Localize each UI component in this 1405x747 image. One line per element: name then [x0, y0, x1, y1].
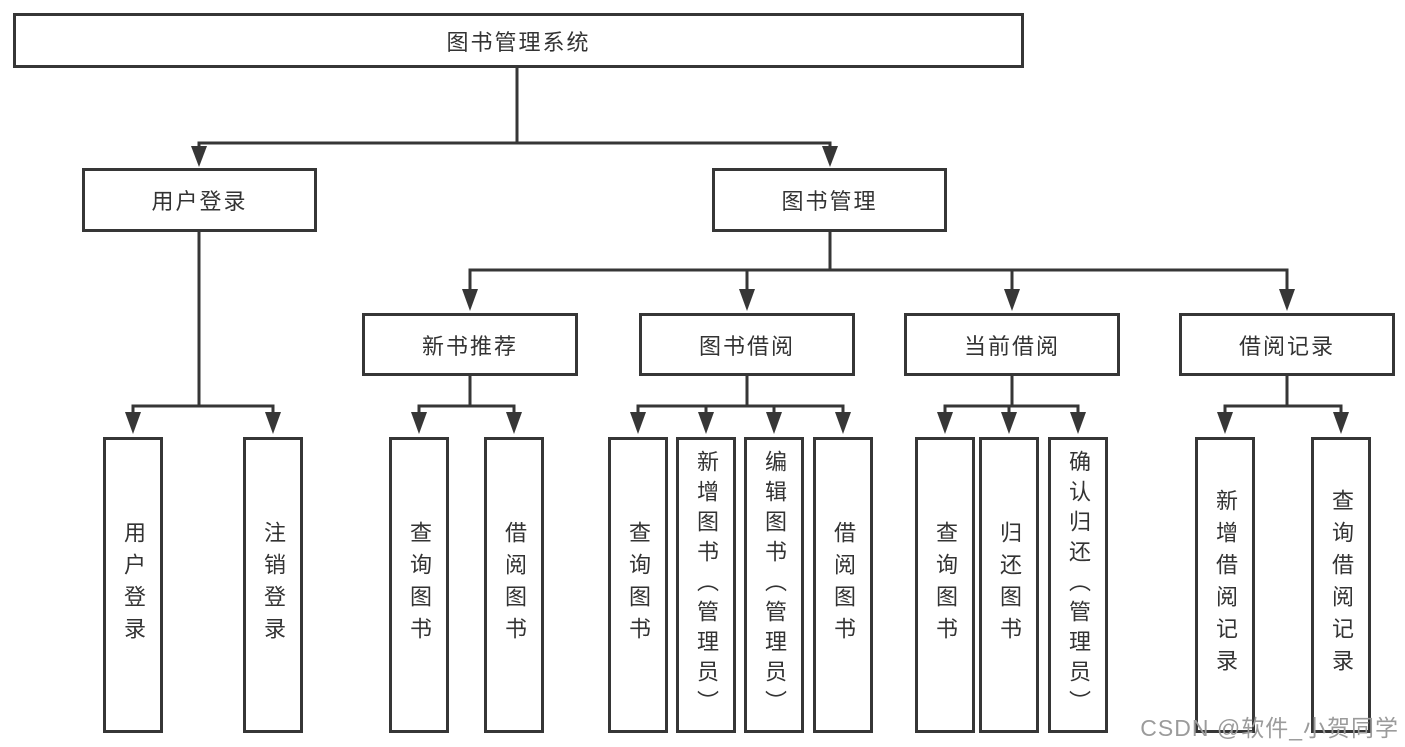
node-leaf-add-book-admin: 新增图书（管理员）	[676, 437, 736, 733]
arrow-down-icon	[835, 412, 851, 434]
node-leaf-borrow-books-recommend: 借阅图书	[484, 437, 544, 733]
node-leaf-return-book: 归还图书	[979, 437, 1039, 733]
arrow-down-icon	[1333, 412, 1349, 434]
node-user-login: 用户登录	[82, 168, 317, 232]
node-label: 图书管理	[781, 189, 878, 214]
node-label: 新书推荐	[421, 333, 518, 359]
csdn-watermark: CSDN @软件_小贺同学	[1140, 715, 1399, 741]
connector-root-to-level2	[197, 66, 832, 150]
connector-current-borrow-to-leaves	[943, 374, 1080, 415]
node-label: 查询图书	[407, 521, 432, 649]
node-label: 当前借阅	[963, 333, 1060, 359]
arrow-down-icon	[1070, 412, 1086, 434]
node-leaf-query-borrow-record: 查询借阅记录	[1311, 437, 1371, 733]
connector-book-management-to-level3	[468, 230, 1289, 293]
arrow-down-icon	[630, 412, 646, 434]
node-leaf-user-login: 用户登录	[103, 437, 163, 733]
node-label: 借阅图书	[831, 521, 856, 649]
node-label: 用户登录	[151, 189, 248, 214]
node-label: 图书借阅	[698, 333, 795, 359]
node-label: 借阅图书	[502, 521, 527, 649]
arrow-down-icon	[1001, 412, 1017, 434]
node-label: 归还图书	[997, 521, 1022, 649]
node-label: 新增借阅记录	[1213, 489, 1238, 681]
node-label: 查询图书	[626, 521, 651, 649]
arrow-down-icon	[125, 412, 141, 434]
arrow-down-icon	[1004, 289, 1020, 311]
connector-borrow-records-to-leaves	[1223, 374, 1343, 415]
node-root-library-system: 图书管理系统	[13, 13, 1024, 68]
node-label: 确认归还（管理员）	[1066, 450, 1091, 720]
node-label: 查询借阅记录	[1329, 489, 1354, 681]
arrow-down-icon	[698, 412, 714, 434]
node-leaf-add-borrow-record: 新增借阅记录	[1195, 437, 1255, 733]
node-book-borrow: 图书借阅	[639, 313, 855, 376]
node-label: 编辑图书（管理员）	[762, 450, 787, 720]
connector-user-login-to-leaves	[131, 230, 275, 415]
arrow-down-icon	[191, 146, 207, 167]
connector-book-borrow-to-leaves	[636, 374, 845, 415]
node-label: 注销登录	[261, 521, 286, 649]
arrow-down-icon	[937, 412, 953, 434]
node-label: 借阅记录	[1238, 333, 1335, 359]
node-label: 新增图书（管理员）	[694, 450, 719, 720]
arrow-down-icon	[411, 412, 427, 434]
node-book-management: 图书管理	[712, 168, 947, 232]
connector-paths	[131, 66, 1343, 415]
node-leaf-confirm-return-admin: 确认归还（管理员）	[1048, 437, 1108, 733]
connector-new-book-to-leaves	[417, 374, 516, 415]
arrow-down-icon	[766, 412, 782, 434]
arrow-down-icon	[1279, 289, 1295, 311]
arrow-down-icon	[506, 412, 522, 434]
arrowheads	[125, 146, 1349, 434]
node-current-borrow: 当前借阅	[904, 313, 1120, 376]
node-leaf-query-books-borrow: 查询图书	[608, 437, 668, 733]
node-leaf-logout: 注销登录	[243, 437, 303, 733]
arrow-down-icon	[265, 412, 281, 434]
arrow-down-icon	[1217, 412, 1233, 434]
node-new-book-recommend: 新书推荐	[362, 313, 578, 376]
node-label: 查询图书	[933, 521, 958, 649]
arrow-down-icon	[462, 289, 478, 311]
arrow-down-icon	[822, 146, 838, 167]
arrow-down-icon	[739, 289, 755, 311]
node-label: 图书管理系统	[446, 29, 591, 55]
node-label: 用户登录	[121, 521, 146, 649]
node-leaf-query-books-recommend: 查询图书	[389, 437, 449, 733]
node-leaf-query-books-current: 查询图书	[915, 437, 975, 733]
node-leaf-edit-book-admin: 编辑图书（管理员）	[744, 437, 804, 733]
node-borrow-records: 借阅记录	[1179, 313, 1395, 376]
node-leaf-borrow-books: 借阅图书	[813, 437, 873, 733]
